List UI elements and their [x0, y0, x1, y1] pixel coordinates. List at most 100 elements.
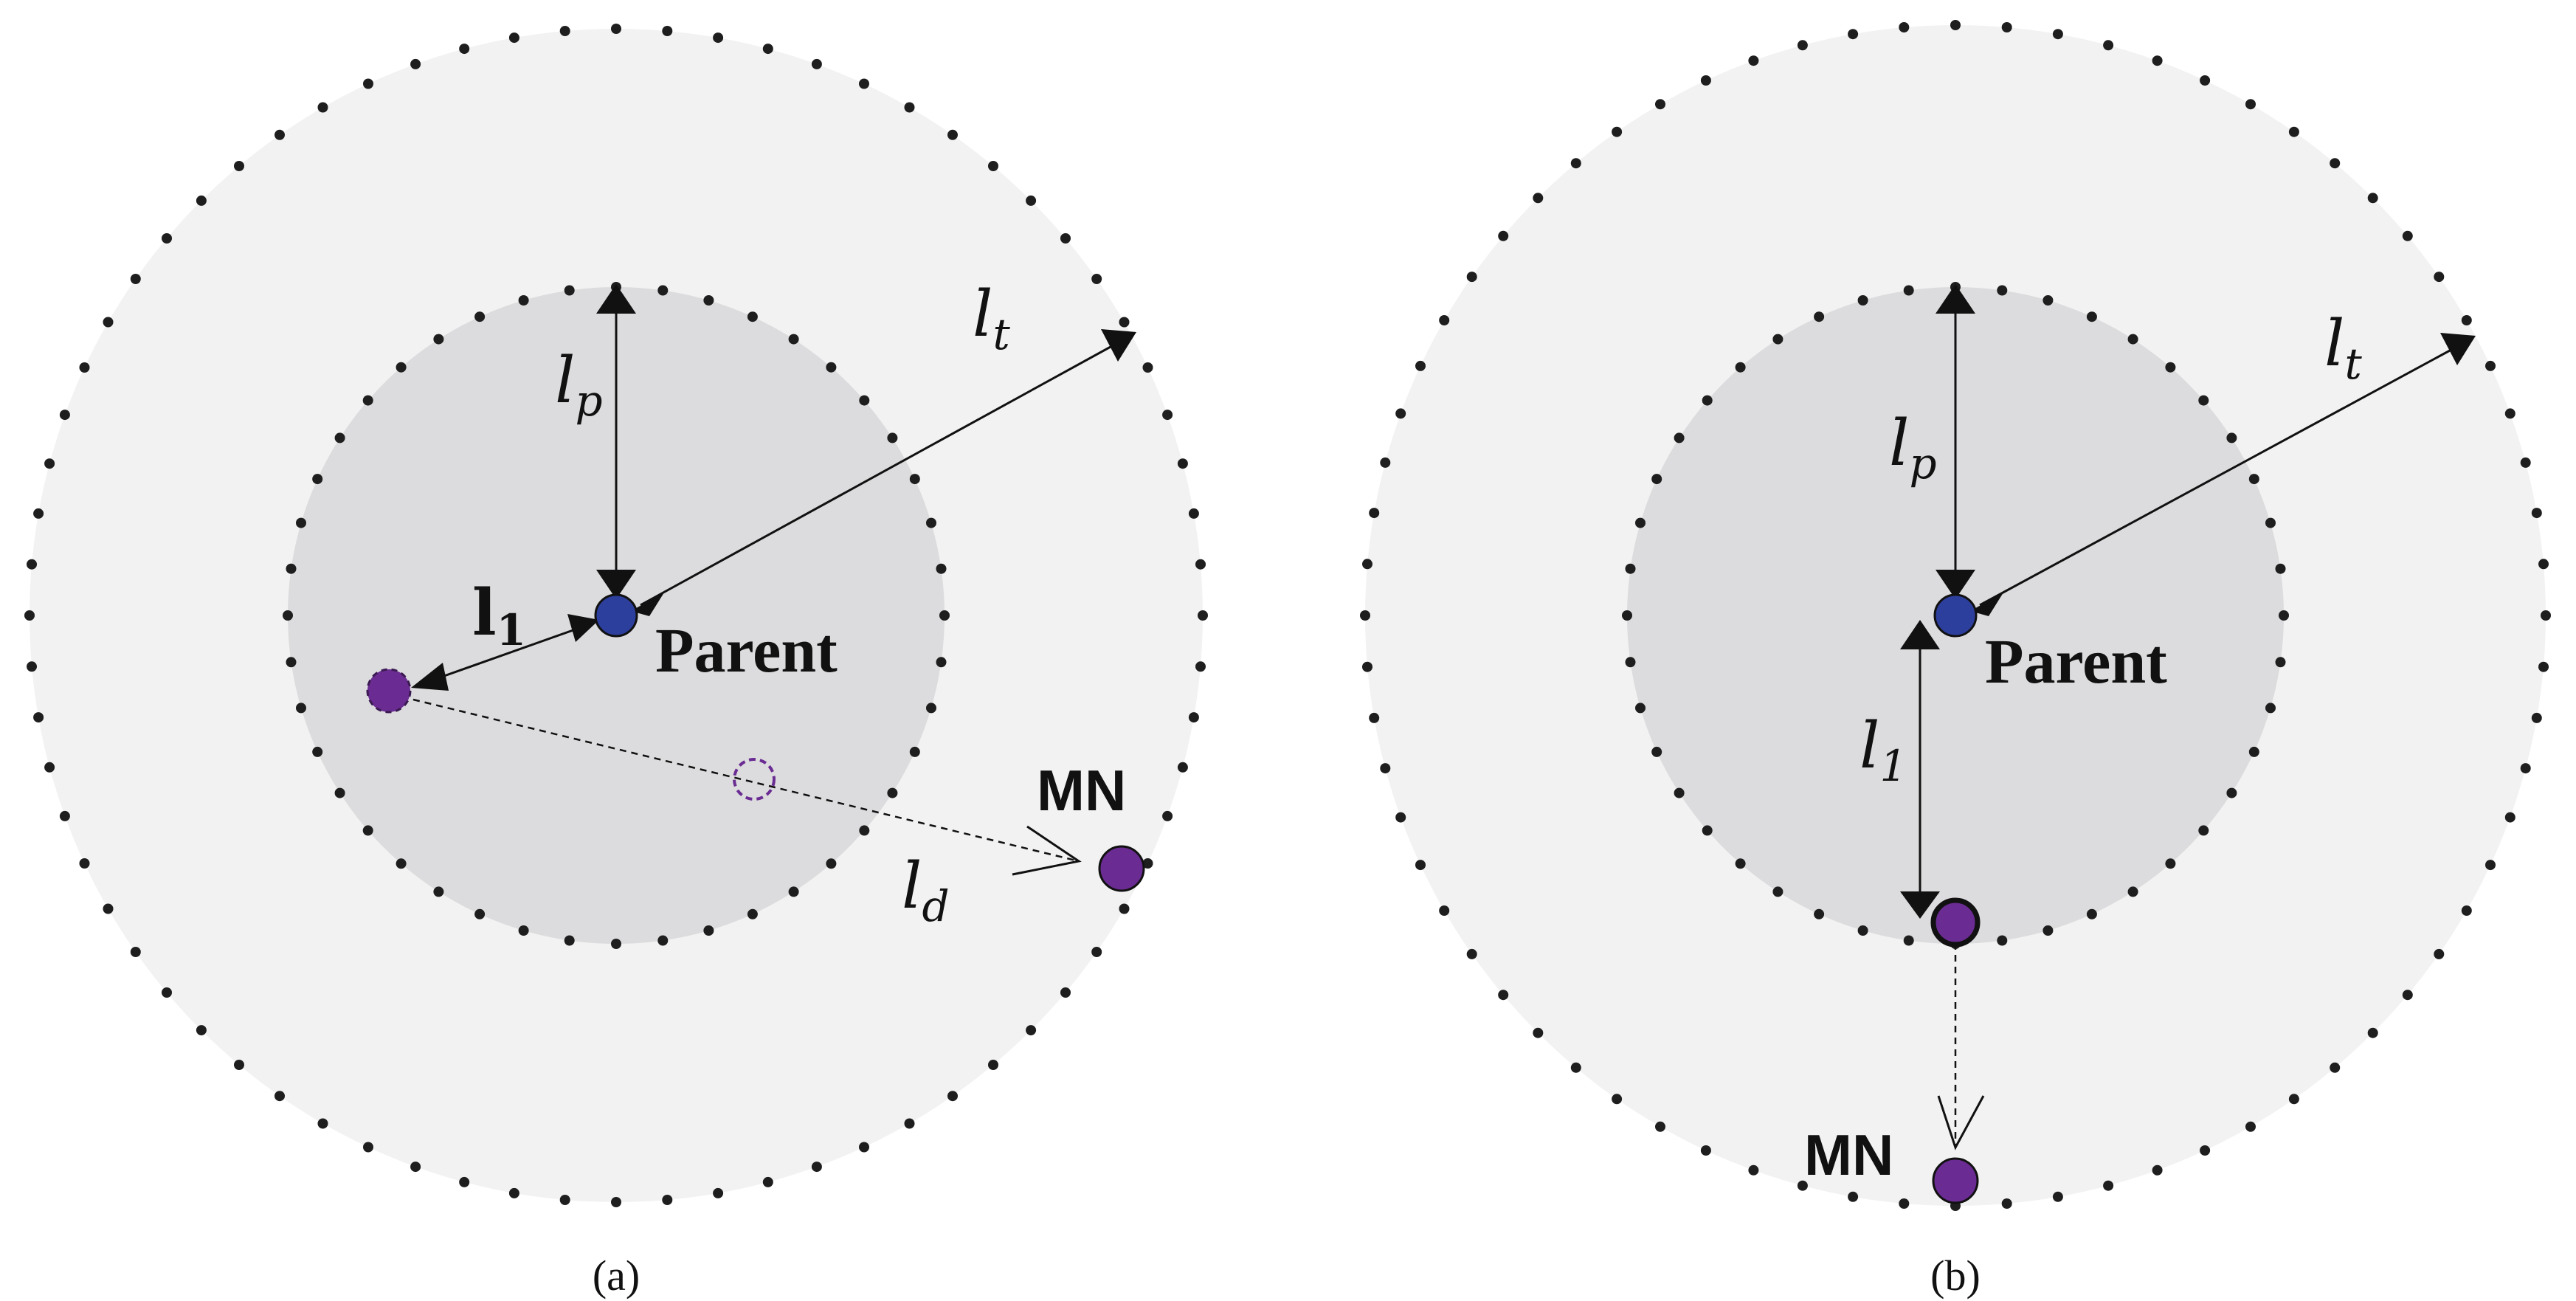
- panel-b-inner-boundary-dot: [2043, 295, 2054, 306]
- panel-a-inner-boundary-dot: [362, 395, 373, 406]
- panel-a-inner-boundary-dot: [859, 395, 870, 406]
- panel-b-outer-boundary-dot: [2485, 860, 2496, 871]
- panel-b-inner-boundary-dot: [2226, 432, 2237, 444]
- panel-b-outer-boundary-dot: [1899, 1198, 1910, 1209]
- panel-b-outer-boundary-dot: [1797, 40, 1808, 51]
- panel-b-inner-boundary-dot: [2165, 362, 2176, 373]
- panel-a-inner-boundary-dot: [703, 295, 714, 306]
- panel-a-mn-crossing-point: [733, 758, 776, 801]
- panel-b-inner-boundary-dot: [1772, 334, 1783, 345]
- panel-a-inner-boundary-dot: [747, 311, 758, 322]
- panel-a-inner-boundary-dot: [312, 746, 323, 757]
- panel-b-outer-boundary-dot: [1466, 948, 1477, 959]
- panel-a-inner-boundary-dot: [887, 432, 898, 444]
- panel-b-inner-boundary-dot: [2165, 858, 2176, 869]
- panel-a-outer-boundary-dot: [947, 129, 958, 140]
- panel-a-inner-boundary-dot: [296, 703, 306, 714]
- panel-b-outer-boundary-dot: [2103, 1180, 2114, 1191]
- panel-a-outer-boundary-dot: [274, 1091, 285, 1102]
- panel-a-outer-boundary-dot: [27, 559, 37, 570]
- panel-a-outer-boundary-dot: [662, 26, 673, 36]
- panel-b-outer-boundary-dot: [1362, 661, 1372, 672]
- panel-a-outer-boundary-dot: [410, 1162, 421, 1173]
- panel-a-inner-boundary-dot: [788, 886, 799, 897]
- panel-a-inner-boundary-dot: [396, 362, 407, 373]
- panel-b-outer-boundary-dot: [2288, 1094, 2299, 1105]
- panel-a-outer-boundary-dot: [459, 44, 470, 55]
- panel-b-l1-arrowhead-bottom: [1900, 891, 1940, 919]
- panel-a-inner-boundary-dot: [826, 362, 837, 373]
- panel-a-inner-boundary-dot: [518, 925, 529, 936]
- panel-a-outer-boundary-dot: [713, 1187, 724, 1198]
- panel-a-inner-boundary-dot: [611, 939, 621, 949]
- panel-a-inner-boundary-dot: [396, 858, 407, 869]
- panel-b-lp-label: lp: [1889, 407, 1937, 489]
- panel-a-outer-boundary-dot: [33, 712, 44, 723]
- panel-a-l1-arrow: [431, 627, 580, 682]
- panel-b-outer-boundary-dot: [2200, 1145, 2211, 1156]
- panel-b-outer-boundary-dot: [2052, 1191, 2063, 1202]
- panel-a-outer-boundary-dot: [196, 1025, 207, 1036]
- panel-b-l1-arrowhead-top: [1900, 620, 1940, 649]
- panel-a-outer-boundary-dot: [662, 1195, 673, 1205]
- panel-a-outer-boundary-dot: [859, 1142, 869, 1153]
- panel-b-inner-boundary-dot: [2265, 517, 2276, 528]
- panel-a-outer-boundary-dot: [1195, 559, 1206, 570]
- panel-b-outer-boundary-dot: [2461, 905, 2472, 916]
- panel-a-inner-boundary-dot: [747, 908, 758, 919]
- panel-b-inner-boundary-dot: [1903, 285, 1914, 296]
- panel-a-inner-boundary-dot: [657, 935, 669, 946]
- panel-a-outer-boundary-dot: [274, 129, 285, 140]
- panel-b-lp-arrowhead-top: [1936, 284, 1975, 314]
- panel-a-inner-boundary-dot: [926, 703, 936, 714]
- panel-a-mn-label: MN: [1037, 758, 1126, 823]
- panel-b-inner-boundary-dot: [2043, 925, 2054, 936]
- panel-b-outer-boundary-dot: [1748, 1164, 1759, 1176]
- panel-a-outer-boundary-dot: [947, 1091, 958, 1102]
- panel-a-outer-boundary-dot: [611, 24, 621, 34]
- panel-b-outer-boundary-dot: [2434, 272, 2445, 283]
- panel-b-inner-boundary-dot: [1622, 610, 1632, 621]
- panel-b-outer-boundary-dot: [1395, 408, 1406, 419]
- panel-a-outer-boundary-dot: [1060, 233, 1071, 244]
- panel-b-inner-boundary-dot: [2127, 334, 2138, 345]
- panel-b-inner-boundary-dot: [1857, 295, 1868, 306]
- panel-b-outer-boundary-dot: [1466, 272, 1477, 283]
- panel-b-outer-boundary-dot: [1655, 99, 1665, 110]
- panel-a-outer-boundary: [24, 24, 1208, 1207]
- panel-b-outer-boundary-dot: [2200, 75, 2211, 86]
- panel-a-inner-boundary-dot: [909, 746, 920, 757]
- panel-a-lt-arrowhead-inner: [631, 593, 664, 616]
- panel-b-outer-boundary-dot: [2152, 1164, 2163, 1176]
- panel-b-outer-boundary-dot: [1612, 126, 1623, 137]
- panel-a-inner-boundary-dot: [887, 787, 898, 798]
- panel-b-outer-boundary-dot: [2245, 99, 2256, 110]
- panel-b-inner-boundary-dot: [2226, 787, 2237, 798]
- panel-a-outer-boundary-dot: [1177, 762, 1188, 773]
- panel-b-outer-boundary-dot: [2367, 193, 2378, 204]
- panel-a-lp-arrowhead-bottom: [596, 570, 636, 599]
- panel-a-outer-boundary-dot: [1188, 712, 1199, 723]
- panel-a-lp-label: lp: [555, 344, 603, 426]
- panel-a-outer-boundary-dot: [508, 1187, 519, 1198]
- panel-a-outer-boundary-dot: [1188, 508, 1199, 519]
- panel-b-outer-boundary-dot: [1570, 158, 1581, 169]
- panel-a-outer-boundary-dot: [130, 274, 141, 284]
- panel-a-inner-boundary-dot: [826, 858, 837, 869]
- panel-b-outer-boundary-dot: [2330, 1062, 2341, 1073]
- panel-a-outer-boundary-dot: [811, 1162, 822, 1173]
- panel-a-outer-boundary-dot: [79, 362, 90, 373]
- panel-b-lt-label: lt: [2324, 307, 2363, 389]
- panel-a-l1-label: l1: [472, 576, 526, 655]
- panel-b-caption: (b): [1930, 1252, 1981, 1300]
- panel-a-outer-boundary-dot: [27, 661, 37, 672]
- panel-b-mn-previous-position: [1930, 897, 1981, 948]
- panel-b-outer-boundary-dot: [2541, 610, 2551, 621]
- panel-a-lt-arrow: [640, 345, 1111, 607]
- panel-b-inner-boundary-dot: [1651, 474, 1662, 485]
- panel-b-inner-boundary-dot: [2127, 886, 2138, 897]
- panel-a-outer-boundary-dot: [162, 987, 172, 998]
- panel-b-inner-boundary-dot: [2275, 657, 2286, 668]
- panel-a-outer-boundary-dot: [559, 1195, 570, 1205]
- panel-a-outer-boundary-dot: [1162, 810, 1173, 821]
